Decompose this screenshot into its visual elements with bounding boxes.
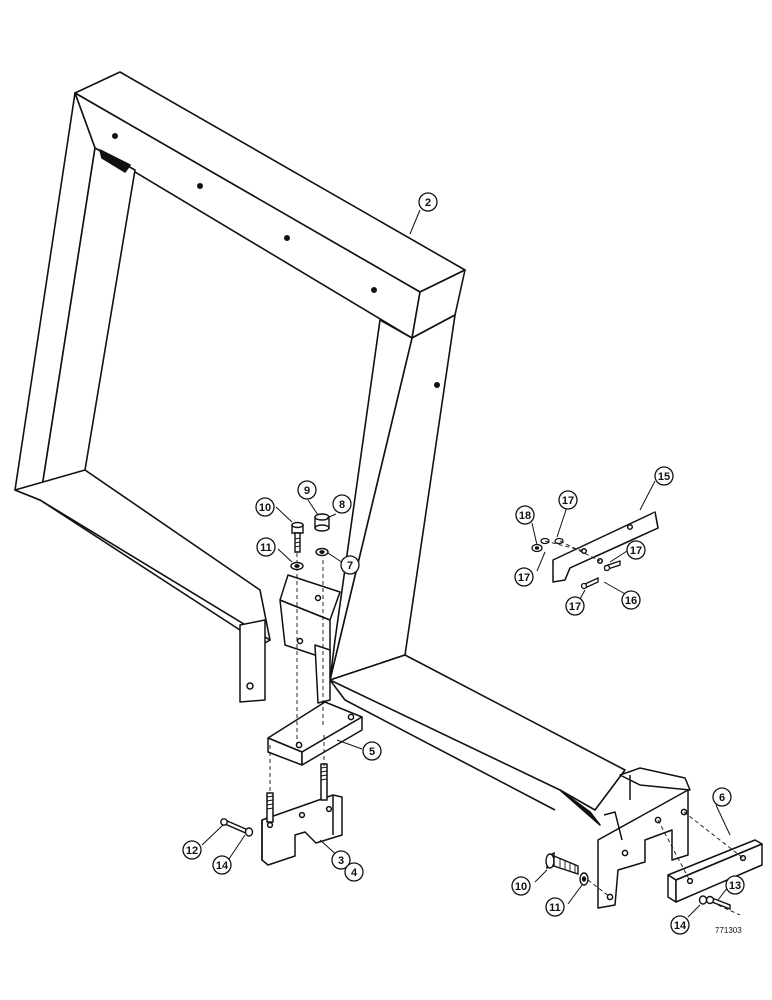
callout-label: 10 <box>259 502 271 514</box>
callout-circle <box>545 897 565 917</box>
callout-label: 10 <box>515 881 527 893</box>
callout-label: 6 <box>719 792 725 804</box>
callout-circle <box>565 596 585 616</box>
part-12-bolt <box>220 818 254 837</box>
callout-label: 2 <box>425 197 431 209</box>
callout-label: 4 <box>351 867 358 879</box>
callout-circle <box>515 505 535 525</box>
callout-circle <box>670 915 690 935</box>
callout-circle <box>297 480 317 500</box>
callout-label: 5 <box>369 746 375 758</box>
callout-15: 15 <box>654 466 674 486</box>
callout-10: 10 <box>511 876 531 896</box>
part-6-plate <box>667 839 763 903</box>
callout-circle <box>621 590 641 610</box>
callout-7: 7 <box>340 555 360 575</box>
callout-label: 17 <box>569 601 581 613</box>
upper-right-hardware <box>531 537 621 590</box>
callout-label: 13 <box>729 880 741 892</box>
callout-circle <box>514 567 534 587</box>
callout-16: 16 <box>621 590 641 610</box>
callout-label: 8 <box>339 499 345 511</box>
callout-circle <box>332 494 352 514</box>
callout-14: 14 <box>212 855 232 875</box>
callout-2: 2 <box>418 192 438 212</box>
callout-label: 14 <box>216 860 229 872</box>
part-15-bracket <box>552 511 659 583</box>
callout-circle <box>331 850 351 870</box>
callout-label: 11 <box>260 542 272 554</box>
callout-6: 6 <box>712 787 732 807</box>
callout-8: 8 <box>332 494 352 514</box>
callout-13: 13 <box>725 875 745 895</box>
callout-4: 4 <box>344 862 364 882</box>
callout-5: 5 <box>362 741 382 761</box>
callout-circle <box>712 787 732 807</box>
callout-circle <box>340 555 360 575</box>
callout-label: 17 <box>518 572 530 584</box>
callout-circle <box>558 490 578 510</box>
callout-9: 9 <box>297 480 317 500</box>
callout-label: 16 <box>625 595 637 607</box>
frame-assembly <box>14 71 626 826</box>
callout-label: 3 <box>338 855 344 867</box>
figure-code: 771303 <box>715 926 742 935</box>
callout-17: 17 <box>514 567 534 587</box>
alignment-lines-left <box>269 553 325 793</box>
part-3-4-clamp-plate <box>261 763 343 866</box>
callout-14: 14 <box>670 915 690 935</box>
callout-circle <box>182 840 202 860</box>
callout-label: 18 <box>519 510 531 522</box>
callout-label: 9 <box>304 485 310 497</box>
callout-circle <box>212 855 232 875</box>
callout-circle <box>255 497 275 517</box>
callout-label: 17 <box>630 545 642 557</box>
right-mount-bracket <box>597 767 691 909</box>
callout-label: 12 <box>186 845 198 857</box>
callout-circle <box>256 537 276 557</box>
callout-circle <box>654 466 674 486</box>
callout-12: 12 <box>182 840 202 860</box>
leader-lines <box>201 209 731 918</box>
callout-label: 11 <box>549 902 561 914</box>
callout-circle <box>511 876 531 896</box>
callout-circle <box>418 192 438 212</box>
callout-bubbles: 2 9 8 10 11 7 5 12 14 34 15 18 17 17 17 17 16 6 10 11 13 14 <box>182 192 745 935</box>
callout-17: 17 <box>558 490 578 510</box>
callout-label: 17 <box>562 495 574 507</box>
callout-circle <box>725 875 745 895</box>
left-mount-bracket <box>239 574 341 704</box>
alignment-lines-upper-right <box>544 540 601 562</box>
right-lower-hardware <box>545 851 731 911</box>
callout-11: 11 <box>256 537 276 557</box>
callout-label: 7 <box>347 560 353 572</box>
callout-label: 14 <box>674 920 687 932</box>
callout-17: 17 <box>565 596 585 616</box>
callout-10: 10 <box>255 497 275 517</box>
callout-3: 3 <box>331 850 351 870</box>
callout-circle <box>344 862 364 882</box>
part-5-spacer-block <box>267 701 363 766</box>
callout-label: 15 <box>658 471 670 483</box>
callout-circle <box>626 540 646 560</box>
callout-18: 18 <box>515 505 535 525</box>
callout-circle <box>362 741 382 761</box>
alignment-lines-right <box>587 811 744 916</box>
callout-17: 17 <box>626 540 646 560</box>
upper-hardware <box>290 513 330 571</box>
callout-11: 11 <box>545 897 565 917</box>
